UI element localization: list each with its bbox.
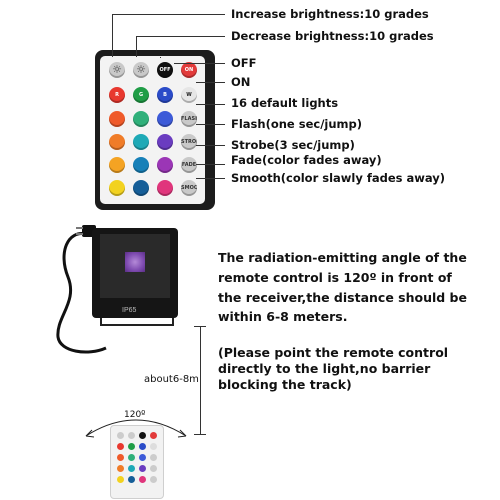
- ip-rating: IP65: [122, 307, 137, 314]
- small-key: [139, 454, 146, 461]
- small-key: [128, 443, 135, 450]
- callout-leader: [196, 164, 225, 165]
- angle-arc: [85, 419, 187, 438]
- callout-fade: Fade(color fades away): [231, 153, 382, 167]
- callout-leader: [196, 124, 225, 125]
- small-key: [117, 465, 124, 472]
- decrease-brightness-button[interactable]: ☼: [133, 62, 149, 78]
- callout-leader: [112, 14, 113, 57]
- callout-increase-brightness: Increase brightness:10 grades: [231, 7, 429, 21]
- small-key: [150, 465, 157, 472]
- off-button[interactable]: OFF: [157, 62, 173, 78]
- callout-flash: Flash(one sec/jump): [231, 117, 362, 131]
- distance-marker-tick: [194, 434, 206, 435]
- green-button[interactable]: G: [133, 87, 149, 103]
- plug-prong: [76, 227, 83, 229]
- small-key: [117, 476, 124, 483]
- on-button[interactable]: ON: [181, 62, 197, 78]
- red-button[interactable]: R: [109, 87, 125, 103]
- increase-brightness-button[interactable]: ☼: [109, 62, 125, 78]
- color-button[interactable]: [133, 134, 149, 150]
- color-button[interactable]: [157, 111, 173, 127]
- color-button[interactable]: [133, 111, 149, 127]
- small-key: [128, 432, 135, 439]
- small-key: [139, 476, 146, 483]
- callout-on: ON: [231, 75, 251, 89]
- floodlight-bracket: [100, 318, 174, 326]
- plug-prong: [76, 233, 83, 235]
- small-key: [139, 443, 146, 450]
- callout-leader: [136, 36, 225, 37]
- description-line: remote control is 120º in front of: [218, 270, 452, 285]
- callout-smooth: Smooth(color slawly fades away): [231, 171, 446, 185]
- color-button[interactable]: [109, 134, 125, 150]
- callout-strobe: Strobe(3 sec/jump): [231, 138, 355, 152]
- distance-marker-line: [200, 326, 201, 434]
- color-button[interactable]: [133, 157, 149, 173]
- note-line: blocking the track): [218, 377, 352, 392]
- callout-leader: [196, 104, 225, 105]
- small-key: [150, 476, 157, 483]
- callout-leader: [196, 178, 225, 179]
- callout-off: OFF: [231, 56, 257, 70]
- fade-button[interactable]: FADE: [181, 157, 197, 173]
- small-key: [139, 432, 146, 439]
- floodlight-image: IP65: [92, 228, 178, 318]
- callout-leader: [160, 57, 161, 58]
- small-key: [117, 432, 124, 439]
- small-remote-image: [110, 425, 164, 499]
- color-button[interactable]: [109, 157, 125, 173]
- callout-leader: [174, 63, 225, 64]
- remote-face: ☼ ☼ OFF ON R G B W FLASH STROBE FADE SMO…: [100, 56, 205, 204]
- led-chip: [125, 252, 145, 272]
- small-key: [150, 432, 157, 439]
- description-line: The radiation-emitting angle of the: [218, 250, 467, 265]
- color-button[interactable]: [109, 111, 125, 127]
- small-key: [117, 454, 124, 461]
- distance-marker-tick: [194, 326, 206, 327]
- color-button[interactable]: [109, 180, 125, 196]
- color-button[interactable]: [157, 180, 173, 196]
- small-key: [128, 465, 135, 472]
- description-line: the receiver,the distance should be: [218, 290, 467, 305]
- note-line: (Please point the remote control: [218, 345, 449, 360]
- angle-label: 120º: [124, 410, 146, 420]
- callout-leader: [196, 145, 225, 146]
- callout-leader: [196, 82, 225, 83]
- callout-leader: [112, 14, 225, 15]
- callout-leader: [136, 36, 137, 57]
- remote-control-image: ☼ ☼ OFF ON R G B W FLASH STROBE FADE SMO…: [95, 50, 215, 210]
- small-key: [150, 443, 157, 450]
- strobe-button[interactable]: STROBE: [181, 134, 197, 150]
- description-line: within 6-8 meters.: [218, 309, 348, 324]
- sun-icon: ☼: [136, 63, 146, 76]
- color-button[interactable]: [157, 157, 173, 173]
- sun-icon: ☼: [112, 63, 122, 76]
- callout-default-lights: 16 default lights: [231, 96, 339, 110]
- small-key: [139, 465, 146, 472]
- smooth-button[interactable]: SMOOTH: [181, 180, 197, 196]
- callout-decrease-brightness: Decrease brightness:10 grades: [231, 29, 434, 43]
- color-button[interactable]: [133, 180, 149, 196]
- floodlight-panel: [100, 234, 170, 298]
- power-cord: [56, 232, 107, 354]
- color-button[interactable]: [157, 134, 173, 150]
- small-key: [117, 443, 124, 450]
- distance-label: about6-8m: [144, 374, 199, 385]
- flash-button[interactable]: FLASH: [181, 111, 197, 127]
- small-key: [128, 476, 135, 483]
- small-key: [150, 454, 157, 461]
- small-key: [128, 454, 135, 461]
- white-button[interactable]: W: [181, 87, 197, 103]
- blue-button[interactable]: B: [157, 87, 173, 103]
- note-line: directly to the light,no barrier: [218, 361, 431, 376]
